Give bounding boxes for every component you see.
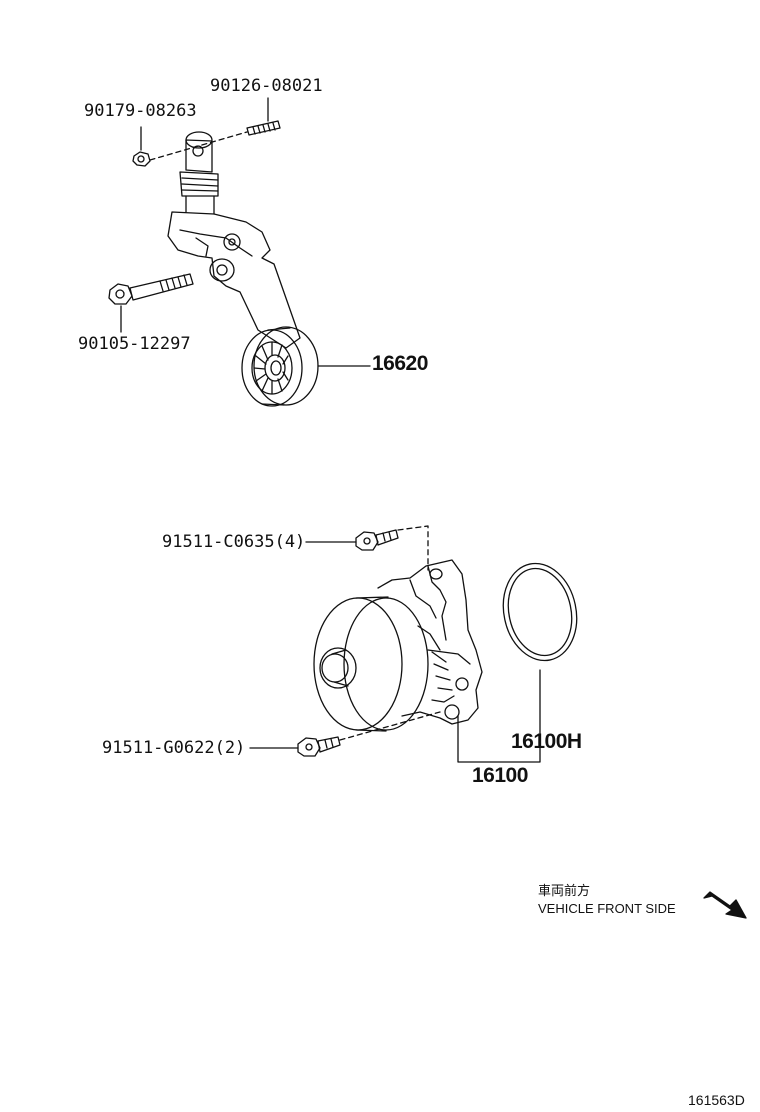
gasket-16100H xyxy=(495,557,586,668)
label-stud: 90126-08021 xyxy=(210,76,323,96)
bolt-90105-12297 xyxy=(109,274,193,304)
vehicle-front-japanese: 車両前方 xyxy=(538,883,591,898)
tensioner-16620 xyxy=(168,132,318,406)
label-pump-bolt-lower: 91511-G0622(2) xyxy=(102,738,246,758)
stud-90126-08021 xyxy=(247,121,280,135)
leader-water-pump xyxy=(458,670,540,762)
vehicle-front-english: VEHICLE FRONT SIDE xyxy=(538,901,676,916)
vehicle-front-arrow-icon xyxy=(704,892,746,918)
label-water-pump: 16100 xyxy=(472,764,528,787)
bolt-91511-C0635 xyxy=(356,530,398,550)
label-pump-bolt-upper: 91511-C0635(4) xyxy=(162,532,306,552)
diagram-code: 161563D xyxy=(688,1092,745,1108)
label-bolt: 90105-12297 xyxy=(78,334,191,354)
label-gasket: 16100H xyxy=(511,730,582,753)
label-nut: 90179-08263 xyxy=(84,101,197,121)
water-pump-16100 xyxy=(314,560,482,731)
bolt-91511-G0622 xyxy=(298,737,340,756)
dash-lower xyxy=(340,712,440,740)
label-tensioner: 16620 xyxy=(372,352,428,375)
dash-upper xyxy=(398,526,428,570)
nut-90179-08263 xyxy=(133,152,150,166)
